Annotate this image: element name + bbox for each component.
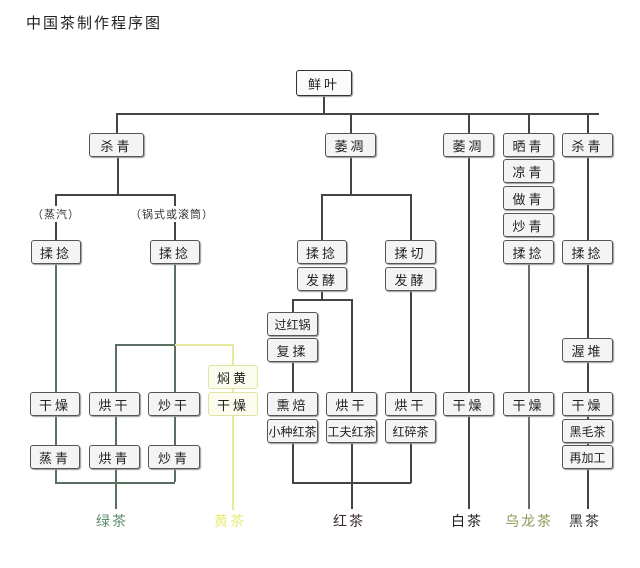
node-white-dry: 干燥 [443,392,494,416]
node-dark-roll: 揉捻 [562,240,613,264]
connector [528,113,530,133]
node-red-roll: 揉捻 [297,240,347,264]
node-oolong-sun: 晒青 [503,133,554,157]
result-yellow-tea: 黄茶 [214,514,246,530]
result-green-tea: 绿茶 [96,514,128,530]
node-oolong-roll: 揉捻 [503,240,554,264]
connector [116,113,118,133]
node-oolong-dry: 干燥 [503,392,554,416]
connector [587,113,589,133]
method-steam: （蒸汽） [32,208,80,221]
node-yellow-dry: 干燥 [208,392,258,416]
diagram-title: 中国茶制作程序图 [26,14,163,32]
node-oolong-fry: 炒青 [503,213,554,237]
node-dark-pile: 渥堆 [562,338,613,362]
node-red-wither: 萎凋 [325,133,376,157]
connector [323,96,325,114]
connector [350,113,352,133]
result-dark-tea: 黑茶 [569,514,601,530]
node-steam-green: 蒸青 [30,445,80,469]
result-oolong-tea: 乌龙茶 [505,514,553,530]
node-dark-reprocess: 再加工 [562,445,613,469]
result-red-tea: 红茶 [333,514,365,530]
node-bake-green: 烘青 [89,445,140,469]
node-fry-green: 炒青 [148,445,200,469]
result-white-tea: 白茶 [451,514,483,530]
node-oolong-cool: 凉青 [503,159,554,183]
node-oolong-shake: 做青 [503,186,554,210]
node-fry-dry: 炒干 [148,392,200,416]
node-bake-dry: 烘干 [89,392,140,416]
node-red-bake: 烘干 [326,392,377,416]
node-green-kill: 杀青 [89,133,144,157]
node-fresh-leaf: 鲜叶 [296,70,352,96]
node-dark-dry: 干燥 [562,392,613,416]
node-broken-red: 红碎茶 [385,419,436,443]
node-pan-roll: 揉捻 [150,240,200,264]
node-yellow-smother: 焖黄 [208,365,258,389]
node-white-wither: 萎凋 [443,133,494,157]
node-red-reroll: 复揉 [267,338,318,362]
node-red-smoke: 熏焙 [267,392,318,416]
node-steam-dry: 干燥 [30,392,80,416]
node-souchong: 小种红茶 [267,419,318,443]
node-red-bake-2: 烘干 [385,392,436,416]
node-steam-roll: 揉捻 [31,240,81,264]
connector [116,113,599,115]
node-red-ferment: 发酵 [297,267,347,291]
node-red-pot: 过红锅 [267,312,318,336]
node-red-cut: 揉切 [385,240,436,264]
node-red-ferment-2: 发酵 [385,267,436,291]
node-dark-kill: 杀青 [562,133,613,157]
node-dark-raw: 黑毛茶 [562,419,613,443]
node-gongfu: 工夫红茶 [326,419,377,443]
connector [468,113,470,133]
method-pan: （锅式或滚筒） [130,208,214,221]
